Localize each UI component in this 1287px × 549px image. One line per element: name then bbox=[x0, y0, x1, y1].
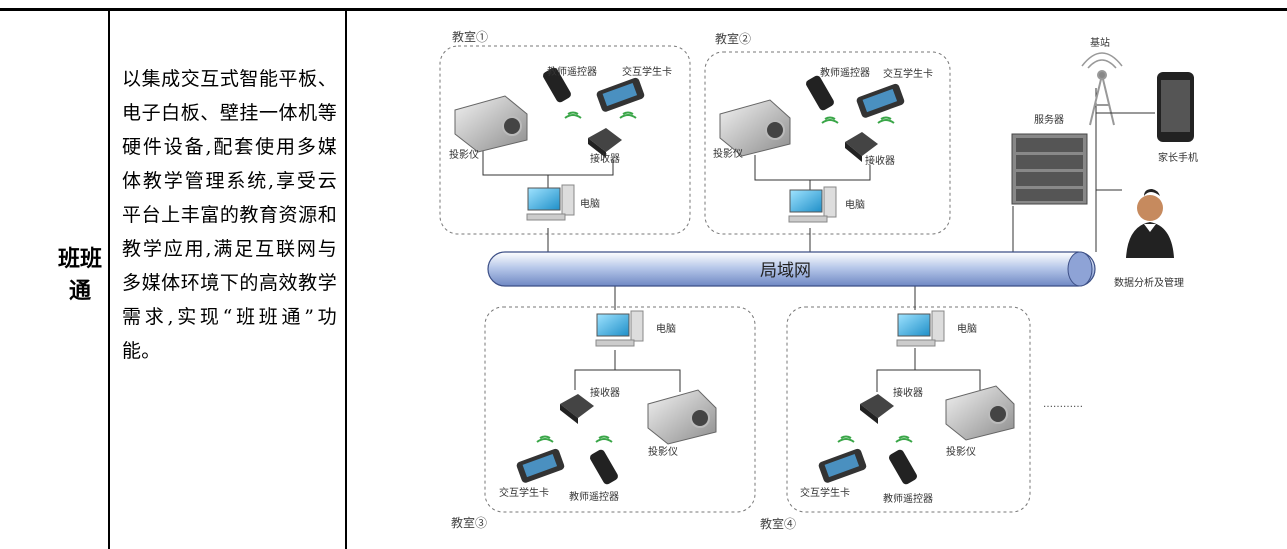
wifi-signal-icon bbox=[821, 116, 895, 124]
room-3-box bbox=[484, 306, 756, 513]
projector-label: 投影仪 bbox=[713, 147, 743, 160]
teacher-remote-label: 教师遥控器 bbox=[547, 65, 597, 78]
computer-icon bbox=[595, 310, 644, 347]
projector-label: 投影仪 bbox=[648, 445, 678, 458]
receiver-icon bbox=[588, 128, 622, 158]
room-4-label: 教室④ bbox=[760, 516, 796, 531]
projector-label: 投影仪 bbox=[449, 148, 479, 161]
projector-icon bbox=[647, 389, 717, 445]
projector-label: 投影仪 bbox=[946, 445, 976, 458]
wifi-signal-icon bbox=[564, 111, 637, 119]
wifi-signal-icon bbox=[536, 435, 613, 443]
room-2-label: 教室② bbox=[715, 31, 751, 46]
receiver-label: 接收器 bbox=[893, 386, 923, 399]
teacher-remote-icon bbox=[590, 449, 618, 485]
room-3-label: 教室③ bbox=[451, 515, 487, 530]
student-card-icon bbox=[516, 448, 565, 483]
projector-icon bbox=[945, 385, 1015, 441]
column-divider-2 bbox=[345, 10, 347, 549]
teacher-remote-icon bbox=[543, 67, 571, 103]
room-1-box bbox=[439, 45, 691, 235]
computer-label: 电脑 bbox=[580, 197, 600, 210]
table-top-border bbox=[0, 8, 1287, 11]
room-4-box bbox=[786, 306, 1031, 513]
computer-label: 电脑 bbox=[845, 198, 865, 211]
receiver-icon bbox=[845, 132, 878, 162]
person-icon bbox=[1126, 189, 1174, 258]
receiver-label: 接收器 bbox=[590, 152, 620, 165]
parent-phone-label: 家长手机 bbox=[1158, 151, 1198, 164]
teacher-remote-label: 教师遥控器 bbox=[820, 66, 870, 79]
student-card-icon bbox=[596, 77, 645, 112]
column-divider-1 bbox=[108, 10, 110, 549]
base-station-label: 基站 bbox=[1090, 36, 1110, 49]
teacher-remote-label: 教师遥控器 bbox=[883, 492, 933, 505]
receiver-icon bbox=[560, 394, 594, 424]
student-card-icon bbox=[818, 448, 867, 483]
lan-label: 局域网 bbox=[760, 261, 811, 281]
computer-label: 电脑 bbox=[957, 322, 977, 335]
more-rooms-ellipsis: ………… bbox=[1043, 399, 1083, 410]
projector-icon bbox=[454, 95, 528, 153]
teacher-remote-icon bbox=[806, 75, 834, 111]
student-card-label: 交互学生卡 bbox=[622, 65, 672, 78]
computer-icon bbox=[896, 310, 945, 347]
row-description: 以集成交互式智能平板、电子白板、壁挂一体机等硬件设备,配套使用多媒体教学管理系统… bbox=[122, 68, 337, 362]
projector-icon bbox=[719, 99, 791, 157]
student-card-label: 交互学生卡 bbox=[499, 486, 549, 499]
student-card-label: 交互学生卡 bbox=[883, 67, 933, 80]
room-2-box bbox=[704, 51, 951, 235]
teacher-remote-label: 教师遥控器 bbox=[569, 490, 619, 503]
analysis-label: 数据分析及管理 bbox=[1114, 276, 1184, 289]
room-1-label: 教室① bbox=[452, 29, 488, 44]
row-title: 班班通 bbox=[57, 246, 102, 304]
connection-lines bbox=[482, 88, 1097, 392]
teacher-remote-icon bbox=[889, 449, 917, 485]
wifi-signal-icon bbox=[837, 435, 913, 443]
server-icon bbox=[1011, 133, 1088, 205]
computer-icon bbox=[788, 186, 837, 223]
student-card-label: 交互学生卡 bbox=[800, 486, 850, 499]
student-card-icon bbox=[856, 83, 905, 118]
computer-icon bbox=[526, 184, 575, 221]
receiver-label: 接收器 bbox=[865, 154, 895, 167]
lan-bus: 局域网 bbox=[487, 251, 1096, 287]
phone-icon bbox=[1157, 72, 1194, 142]
receiver-label: 接收器 bbox=[590, 386, 620, 399]
base-station-icon bbox=[1081, 52, 1123, 126]
receiver-icon bbox=[860, 394, 894, 424]
server-label: 服务器 bbox=[1034, 113, 1064, 126]
computer-label: 电脑 bbox=[656, 322, 676, 335]
